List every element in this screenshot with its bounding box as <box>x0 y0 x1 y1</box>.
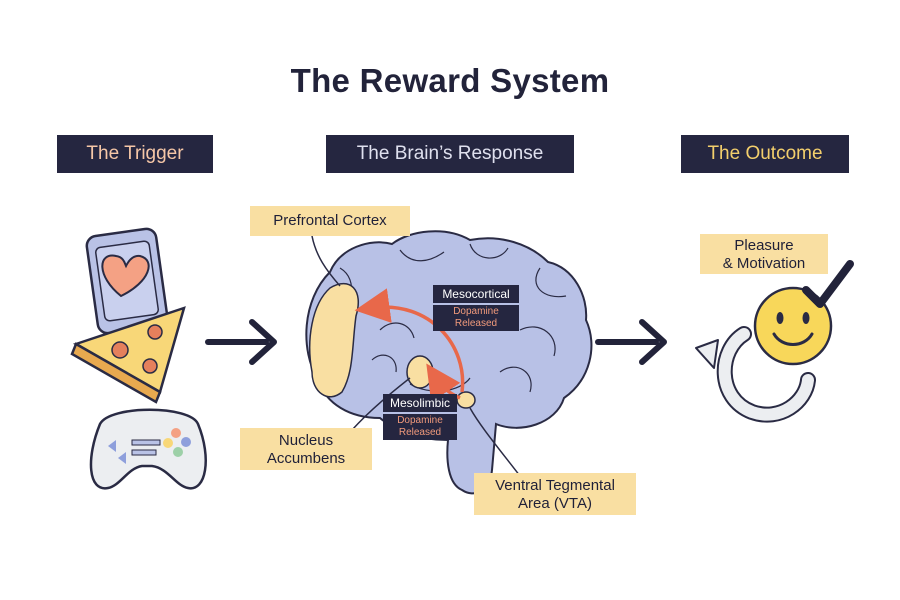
checkmark-icon <box>802 260 854 308</box>
label-prefrontal-cortex: Prefrontal Cortex <box>250 206 410 236</box>
dopamine-line2: Released <box>398 427 442 438</box>
dopamine-line1: Dopamine <box>397 415 443 426</box>
label-pleasure-motivation: Pleasure & Motivation <box>700 234 828 274</box>
arrow-brain-to-outcome <box>595 319 667 365</box>
label-nucleus-accumbens-line2: Accumbens <box>266 450 346 467</box>
gamepad-icon <box>89 408 207 490</box>
dopamine-line2: Released <box>454 318 498 329</box>
smiley-icon <box>753 286 833 366</box>
label-vta-line1: Ventral Tegmental <box>495 477 615 494</box>
arrow-trigger-to-brain <box>205 319 277 365</box>
label-mesolimbic: Mesolimbic <box>383 394 457 412</box>
leader-line-vta <box>469 407 521 477</box>
leader-line-nacc <box>351 377 411 431</box>
header-brain-response: The Brain’s Response <box>326 135 574 173</box>
label-vta-line2: Area (VTA) <box>518 495 592 512</box>
label-nucleus-accumbens-line1: Nucleus <box>278 432 334 449</box>
label-mesocortical-dopamine: Dopamine Released <box>433 305 519 331</box>
label-mesolimbic-dopamine: Dopamine Released <box>383 414 457 440</box>
dopamine-line1: Dopamine <box>453 306 499 317</box>
header-outcome: The Outcome <box>681 135 849 173</box>
label-pleasure-line2: & Motivation <box>722 255 806 272</box>
diagram-title: The Reward System <box>290 62 610 99</box>
pizza-icon <box>70 306 186 404</box>
cycle-arrow-icon <box>695 326 816 423</box>
label-mesocortical: Mesocortical <box>433 285 519 303</box>
label-pleasure-line1: Pleasure <box>734 237 794 254</box>
label-nucleus-accumbens: Nucleus Accumbens <box>240 428 372 470</box>
header-trigger: The Trigger <box>57 135 213 173</box>
label-vta: Ventral Tegmental Area (VTA) <box>474 473 636 515</box>
phone-heart-icon <box>85 227 169 335</box>
leader-line-pfc <box>311 235 341 287</box>
